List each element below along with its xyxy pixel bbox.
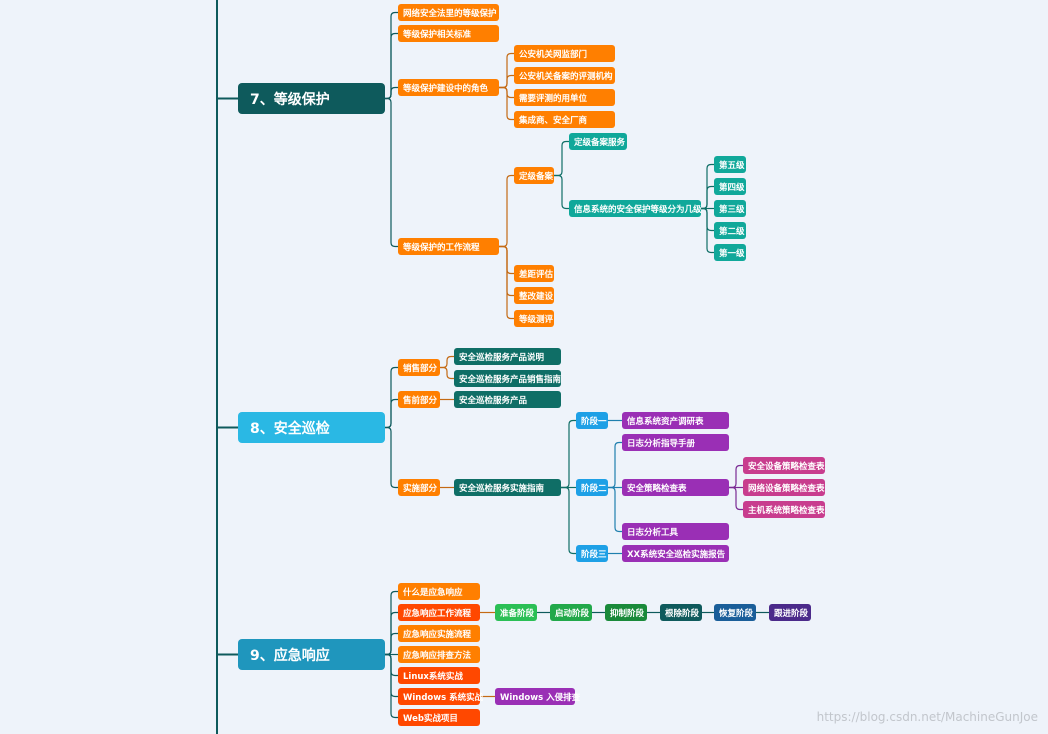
connector-s7-roles bbox=[499, 86, 514, 121]
s8-presale-item[interactable]: 安全巡检服务产品 bbox=[454, 391, 561, 408]
s7-level-5[interactable]: 第五级 bbox=[714, 156, 746, 173]
s9-item-7[interactable]: Web实战项目 bbox=[398, 709, 480, 726]
s9-phase-4[interactable]: 根除阶段 bbox=[660, 604, 702, 621]
connector-s8-policy-check bbox=[729, 464, 743, 489]
connector-section-7-title bbox=[385, 86, 398, 100]
s8-impl-item[interactable]: 安全巡检服务实施指南 bbox=[454, 479, 561, 496]
connector-s7-workflow bbox=[499, 174, 514, 248]
connector-section-9-title bbox=[385, 632, 398, 656]
connector-s8-impl-item bbox=[561, 419, 576, 489]
s9-item-6[interactable]: Windows 系统实战 bbox=[398, 688, 483, 705]
s7-levels-title[interactable]: 信息系统的安全保护等级分为几级 bbox=[569, 200, 702, 217]
s8-stage-1[interactable]: 阶段一 bbox=[576, 412, 608, 429]
connector-s8-stage-2 bbox=[608, 486, 622, 533]
s7-level-1[interactable]: 第一级 bbox=[714, 244, 746, 261]
s9-item-5[interactable]: Linux系统实战 bbox=[398, 667, 480, 684]
s8-presale[interactable]: 售前部分 bbox=[398, 391, 440, 408]
s8-sales[interactable]: 销售部分 bbox=[398, 359, 440, 376]
connector-s7-grading bbox=[554, 174, 569, 210]
connector-s8-sales bbox=[440, 355, 454, 369]
s9-windows-sub[interactable]: Windows 入侵排查 bbox=[495, 688, 580, 705]
s7-grading-service[interactable]: 定级备案服务 bbox=[569, 133, 627, 150]
s9-phase-2[interactable]: 启动阶段 bbox=[550, 604, 592, 621]
watermark: https://blog.csdn.net/MachineGunJoe bbox=[816, 710, 1038, 724]
connector-section-9-title bbox=[385, 653, 398, 719]
section-8-title[interactable]: 8、安全巡检 bbox=[238, 412, 385, 443]
s7-level-4[interactable]: 第四级 bbox=[714, 178, 746, 195]
connector-section-7-title bbox=[385, 97, 398, 248]
connector-s8-sales bbox=[440, 366, 454, 380]
connector-s7-levels-title bbox=[701, 185, 714, 210]
section-7-title[interactable]: 7、等级保护 bbox=[238, 83, 385, 114]
s7-role-4[interactable]: 集成商、安全厂商 bbox=[514, 111, 615, 128]
connector-s7-workflow bbox=[499, 245, 514, 320]
s8-sales-item-1[interactable]: 安全巡检服务产品说明 bbox=[454, 348, 561, 365]
s9-phase-1[interactable]: 准备阶段 bbox=[495, 604, 537, 621]
s8-log-guide[interactable]: 日志分析指导手册 bbox=[622, 434, 729, 451]
s8-stage1-item[interactable]: 信息系统资产调研表 bbox=[622, 412, 729, 429]
s8-stage-3[interactable]: 阶段三 bbox=[576, 545, 608, 562]
s9-phase-6[interactable]: 跟进阶段 bbox=[769, 604, 811, 621]
s7-role-1[interactable]: 公安机关网监部门 bbox=[514, 45, 615, 62]
s7-level-3[interactable]: 第三级 bbox=[714, 200, 746, 217]
s9-phase-5[interactable]: 恢复阶段 bbox=[714, 604, 756, 621]
s7-grading[interactable]: 定级备案 bbox=[514, 167, 554, 184]
s8-stage-2[interactable]: 阶段二 bbox=[576, 479, 608, 496]
s7-roles[interactable]: 等级保护建设中的角色 bbox=[398, 79, 499, 96]
s8-policy-host[interactable]: 主机系统策略检查表 bbox=[743, 501, 825, 518]
s7-step-fix[interactable]: 整改建设 bbox=[514, 287, 554, 304]
connector-s8-stage-2 bbox=[608, 441, 622, 489]
connector-s8-impl-item bbox=[561, 486, 576, 555]
s8-stage3-item[interactable]: XX系统安全巡检实施报告 bbox=[622, 545, 729, 562]
s9-item-3[interactable]: 应急响应实施流程 bbox=[398, 625, 480, 642]
s8-sales-item-2[interactable]: 安全巡检服务产品销售指南 bbox=[454, 370, 561, 387]
s7-step-gap[interactable]: 差距评估 bbox=[514, 265, 554, 282]
s7-role-3[interactable]: 需要评测的用单位 bbox=[514, 89, 615, 106]
s9-item-2[interactable]: 应急响应工作流程 bbox=[398, 604, 480, 621]
s8-impl[interactable]: 实施部分 bbox=[398, 479, 440, 496]
s9-item-1[interactable]: 什么是应急响应 bbox=[398, 583, 480, 600]
connector-s7-levels-title bbox=[701, 207, 714, 254]
s8-log-tool[interactable]: 日志分析工具 bbox=[622, 523, 729, 540]
s8-policy-network[interactable]: 网络设备策略检查表 bbox=[743, 479, 825, 496]
s7-law[interactable]: 网络安全法里的等级保护 bbox=[398, 4, 499, 21]
s8-policy-check[interactable]: 安全策略检查表 bbox=[622, 479, 729, 496]
s7-workflow[interactable]: 等级保护的工作流程 bbox=[398, 238, 499, 255]
s8-policy-security[interactable]: 安全设备策略检查表 bbox=[743, 457, 825, 474]
s7-step-test[interactable]: 等级测评 bbox=[514, 310, 554, 327]
connector-section-8-title bbox=[385, 426, 398, 489]
s9-phase-3[interactable]: 抑制阶段 bbox=[605, 604, 647, 621]
s7-standards[interactable]: 等级保护相关标准 bbox=[398, 25, 499, 42]
s7-level-2[interactable]: 第二级 bbox=[714, 222, 746, 239]
connector-section-8-title bbox=[385, 398, 398, 429]
s9-item-4[interactable]: 应急响应排查方法 bbox=[398, 646, 480, 663]
connector-s7-grading bbox=[554, 140, 569, 177]
section-9-title[interactable]: 9、应急响应 bbox=[238, 639, 385, 670]
connector-s8-policy-check bbox=[729, 486, 743, 511]
s7-role-2[interactable]: 公安机关备案的评测机构 bbox=[514, 67, 615, 84]
